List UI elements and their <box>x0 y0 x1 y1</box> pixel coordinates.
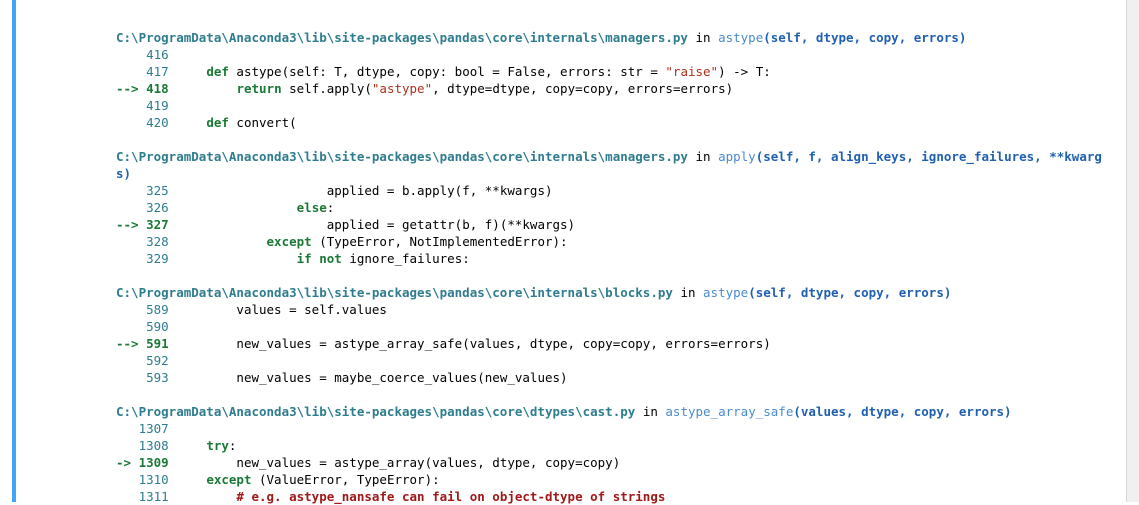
code-line: 417 def astype(self: T, dtype, copy: boo… <box>116 63 1106 80</box>
frame-header: C:\ProgramData\Anaconda3\lib\site-packag… <box>116 29 1106 46</box>
line-number: 326 <box>116 200 169 215</box>
traceback-output: C:\ProgramData\Anaconda3\lib\site-packag… <box>116 0 1106 505</box>
code-line: 329 if not ignore_failures: <box>116 250 1106 267</box>
function-name: astype <box>718 30 764 45</box>
frame-header: C:\ProgramData\Anaconda3\lib\site-packag… <box>116 148 1106 182</box>
current-line-marker: --> 418 <box>116 81 169 96</box>
line-number: 416 <box>116 47 169 62</box>
code-text: applied = b.apply(f, **kwargs) <box>176 183 553 198</box>
code-line: 589 values = self.values <box>116 301 1106 318</box>
code-line: 592 <box>116 352 1106 369</box>
code-text: except (ValueError, TypeError): <box>206 472 440 487</box>
code-line: 328 except (TypeError, NotImplementedErr… <box>116 233 1106 250</box>
line-number: 589 <box>116 302 169 317</box>
frame-header: C:\ProgramData\Anaconda3\lib\site-packag… <box>116 403 1106 420</box>
code-line: 416 <box>116 46 1106 63</box>
code-text: new_values = maybe_coerce_values(new_val… <box>176 370 568 385</box>
line-number: 592 <box>116 353 169 368</box>
code-line: 326 else: <box>116 199 1106 216</box>
line-number: 329 <box>116 251 169 266</box>
frame-separator <box>116 267 1106 284</box>
line-number: 1307 <box>116 421 169 436</box>
file-path-link[interactable]: C:\ProgramData\Anaconda3\lib\site-packag… <box>116 149 688 164</box>
current-line-marker: -> 1309 <box>116 455 169 470</box>
code-line: 420 def convert( <box>116 114 1106 131</box>
function-args: (self, dtype, copy, errors) <box>763 30 967 45</box>
code-line: 593 new_values = maybe_coerce_values(new… <box>116 369 1106 386</box>
code-text: values = self.values <box>176 302 387 317</box>
frame-in-label: in <box>695 149 711 164</box>
code-text: if not ignore_failures: <box>296 251 470 266</box>
vertical-scrollbar[interactable] <box>1126 0 1139 502</box>
frame-separator <box>116 386 1106 403</box>
line-number: 419 <box>116 98 169 113</box>
code-line: --> 591 new_values = astype_array_safe(v… <box>116 335 1106 352</box>
line-number: 1310 <box>116 472 169 487</box>
traceback-top-cutoff <box>116 0 1106 12</box>
code-line: -> 1309 new_values = astype_array(values… <box>116 454 1106 471</box>
function-name: astype <box>703 285 749 300</box>
line-number: 417 <box>116 64 169 79</box>
frame-separator <box>116 131 1106 148</box>
code-text: def convert( <box>206 115 297 130</box>
code-text: except (TypeError, NotImplementedError): <box>266 234 568 249</box>
frame-in-label: in <box>680 285 696 300</box>
line-number: 328 <box>116 234 169 249</box>
frame-in-label: in <box>642 404 658 419</box>
code-text: applied = getattr(b, f)(**kwargs) <box>176 217 576 232</box>
function-args: (values, dtype, copy, errors) <box>793 404 1012 419</box>
frame-header: C:\ProgramData\Anaconda3\lib\site-packag… <box>116 284 1106 301</box>
frame-in-label: in <box>695 30 711 45</box>
line-number: 1308 <box>116 438 169 453</box>
code-line: 1310 except (ValueError, TypeError): <box>116 471 1106 488</box>
file-path-link[interactable]: C:\ProgramData\Anaconda3\lib\site-packag… <box>116 404 636 419</box>
code-text: return self.apply("astype", dtype=dtype,… <box>236 81 734 96</box>
code-line: 1311 # e.g. astype_nansafe can fail on o… <box>116 488 1106 505</box>
code-text: else: <box>296 200 335 215</box>
line-number: 325 <box>116 183 169 198</box>
code-line: 590 <box>116 318 1106 335</box>
cell-output-gutter <box>12 0 16 502</box>
code-text: # e.g. astype_nansafe can fail on object… <box>176 489 666 504</box>
code-line: 419 <box>116 97 1106 114</box>
code-line: --> 418 return self.apply("astype", dtyp… <box>116 80 1106 97</box>
code-text: new_values = astype_array_safe(values, d… <box>176 336 771 351</box>
current-line-marker: --> 327 <box>116 217 169 232</box>
code-text: def astype(self: T, dtype, copy: bool = … <box>206 64 771 79</box>
line-number: 420 <box>116 115 169 130</box>
line-number: 593 <box>116 370 169 385</box>
file-path-link[interactable]: C:\ProgramData\Anaconda3\lib\site-packag… <box>116 30 688 45</box>
code-line: 1307 <box>116 420 1106 437</box>
code-text: try: <box>206 438 237 453</box>
frame-separator <box>116 12 1106 29</box>
function-args: (self, dtype, copy, errors) <box>748 285 952 300</box>
file-path-link[interactable]: C:\ProgramData\Anaconda3\lib\site-packag… <box>116 285 673 300</box>
code-text: new_values = astype_array(values, dtype,… <box>176 455 621 470</box>
line-number: 1311 <box>116 489 169 504</box>
line-number: 590 <box>116 319 169 334</box>
current-line-marker: --> 591 <box>116 336 169 351</box>
function-name: astype_array_safe <box>665 404 794 419</box>
code-line: 1308 try: <box>116 437 1106 454</box>
code-line: --> 327 applied = getattr(b, f)(**kwargs… <box>116 216 1106 233</box>
function-args: (self, f, align_keys, ignore_failures, *… <box>116 149 1102 181</box>
function-name: apply <box>718 149 756 164</box>
code-line: 325 applied = b.apply(f, **kwargs) <box>116 182 1106 199</box>
